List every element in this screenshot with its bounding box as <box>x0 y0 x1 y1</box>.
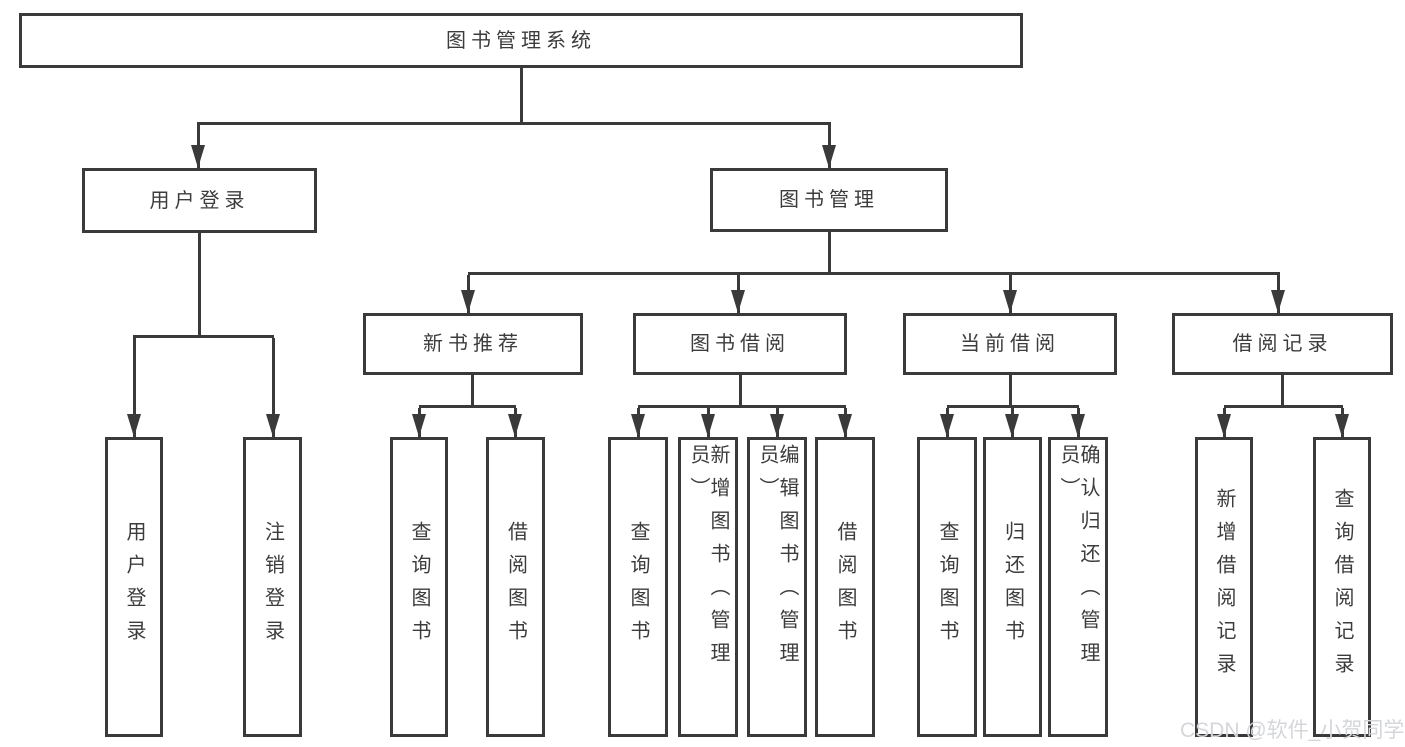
arrow-down-icon <box>631 414 645 437</box>
arrow-down-icon <box>508 414 522 437</box>
connector-group3-rail <box>947 405 1079 408</box>
node-book-borrowing: 图书借阅 <box>633 313 847 375</box>
connector-book-management-down <box>828 232 831 275</box>
connector-group2-down <box>739 375 742 408</box>
arrow-down-icon <box>1335 414 1349 437</box>
arrow-down-icon <box>1271 290 1285 313</box>
connector-login-leaf-stem <box>133 338 136 437</box>
node-recommend-search-books: 查询图书 <box>390 437 448 737</box>
node-new-book-recommend: 新书推荐 <box>363 313 583 375</box>
node-records-add-borrow-record: 新增借阅记录 <box>1195 437 1253 737</box>
arrow-down-icon <box>731 290 745 313</box>
node-recommend-borrow-books: 借阅图书 <box>486 437 545 737</box>
connector-group4-rail <box>1224 405 1343 408</box>
arrow-down-icon <box>838 414 852 437</box>
arrow-down-icon <box>770 414 784 437</box>
node-book-management: 图书管理 <box>710 168 948 232</box>
arrow-down-icon <box>940 414 954 437</box>
node-logout: 注销登录 <box>243 437 302 737</box>
connector-user-login-down <box>198 233 201 338</box>
arrow-down-icon <box>412 414 426 437</box>
node-records-search-borrow-record: 查询借阅记录 <box>1313 437 1371 737</box>
arrow-down-icon <box>191 145 205 168</box>
csdn-watermark: CSDN @软件_小贺同学 <box>1180 719 1405 742</box>
node-borrow-records: 借阅记录 <box>1172 313 1393 375</box>
connector-level2-rail <box>197 122 831 125</box>
arrow-down-icon <box>701 414 715 437</box>
arrow-down-icon <box>461 290 475 313</box>
arrow-down-icon <box>266 414 280 437</box>
node-library-system: 图书管理系统 <box>19 13 1023 68</box>
connector-group2-rail <box>638 405 846 408</box>
node-borrowing-edit-books-admin: 编辑图书（管理员） <box>747 437 807 737</box>
node-borrowing-add-books-admin: 新增图书（管理员） <box>678 437 738 737</box>
connector-group3-down <box>1009 375 1012 408</box>
node-current-borrowing: 当前借阅 <box>903 313 1117 375</box>
arrow-down-icon <box>1071 414 1085 437</box>
arrow-down-icon <box>1217 414 1231 437</box>
connector-user-login-rail <box>133 335 274 338</box>
connector-group1-rail <box>419 405 516 408</box>
node-user-login: 用户登录 <box>82 168 317 233</box>
node-borrowing-borrow-books: 借阅图书 <box>815 437 875 737</box>
node-current-confirm-return-admin: 确认归还（管理员） <box>1048 437 1108 737</box>
node-current-return-books: 归还图书 <box>983 437 1042 737</box>
node-borrowing-search-books: 查询图书 <box>608 437 668 737</box>
connector-level3-rail <box>468 272 1280 275</box>
connector-logout-leaf-stem <box>272 338 275 437</box>
connector-group4-down <box>1281 375 1284 408</box>
arrow-down-icon <box>1005 414 1019 437</box>
node-current-search-books: 查询图书 <box>917 437 977 737</box>
connector-root-stem <box>520 68 523 125</box>
connector-group1-down <box>471 375 474 408</box>
node-login: 用户登录 <box>105 437 163 737</box>
arrow-down-icon <box>822 145 836 168</box>
arrow-down-icon <box>1003 290 1017 313</box>
arrow-down-icon <box>127 414 141 437</box>
